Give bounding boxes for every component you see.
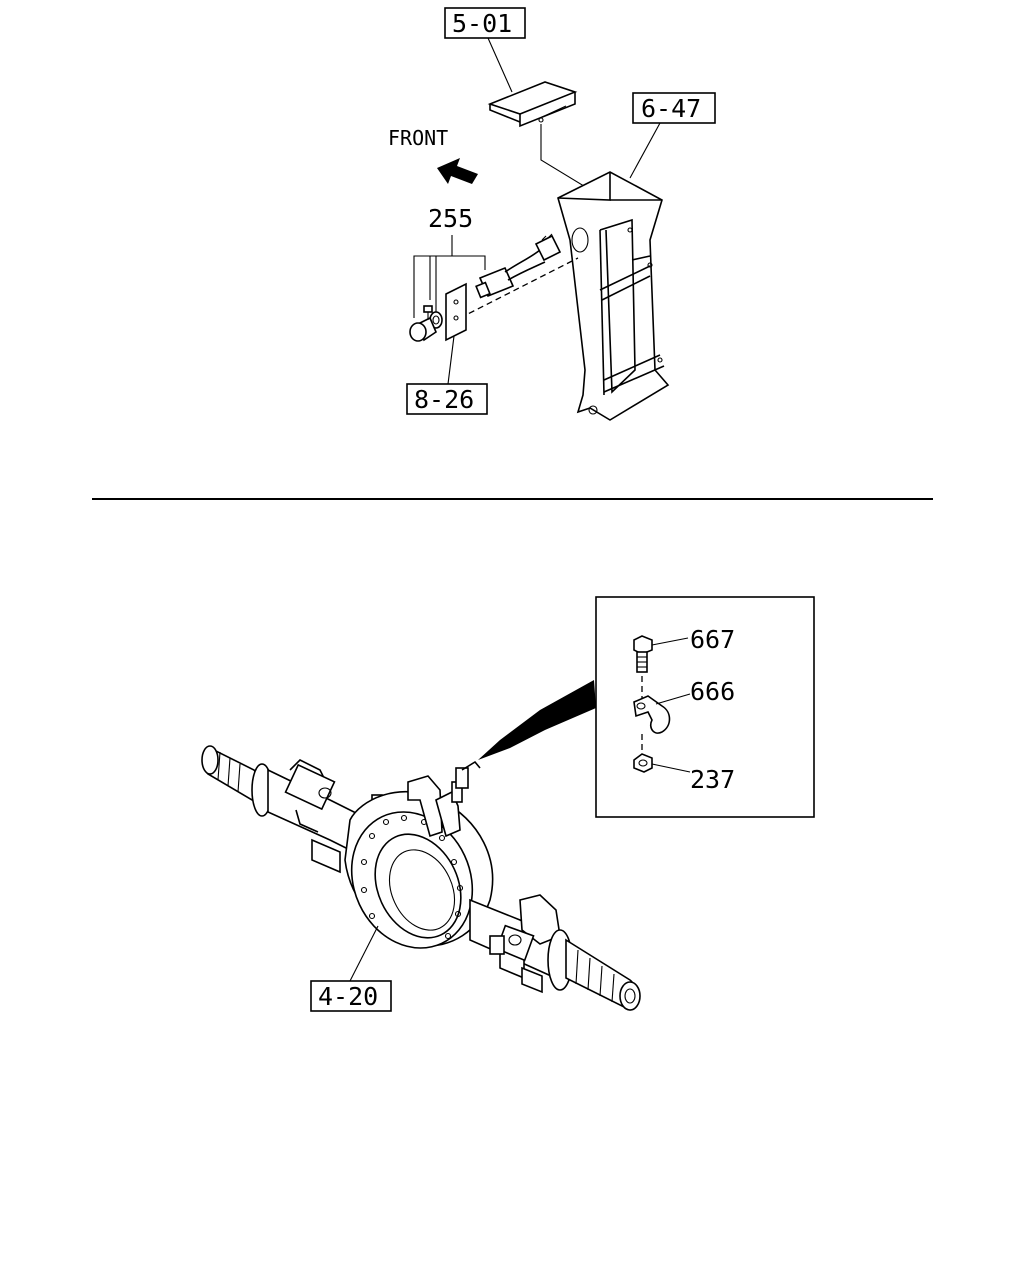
leader-8-26 [447,335,455,385]
assembly-line [459,257,579,319]
callout-667: 667 [690,625,735,654]
front-label: FRONT [388,126,448,150]
support-stand [557,171,670,421]
detail-pointer [478,680,596,760]
front-arrow-icon [437,158,478,184]
right-spindle [547,929,641,1011]
leader-666 [655,693,691,705]
leader-4-20 [349,925,379,982]
callout-8-26: 8-26 [414,385,474,414]
leader-255-a [413,235,453,318]
leader-237 [651,763,691,773]
callout-237: 237 [690,765,735,794]
small-screw [423,305,433,320]
callout-4-20: 4-20 [318,982,378,1011]
callout-6-47: 6-47 [641,94,701,123]
nut-237 [633,753,653,773]
switch-assembly [475,233,562,299]
lower-view: 667 666 237 [201,596,815,1012]
callout-666: 666 [690,677,735,706]
callout-box-8-26 [406,383,488,415]
callout-box-4-20 [310,980,392,1012]
axle-housing [201,745,641,1011]
leader-6-47 [629,122,661,179]
knob [409,316,437,342]
upper-view: 5-01 FRONT 6-47 [388,7,716,421]
leader-255-b [452,255,486,270]
mounting-plate [445,282,467,342]
bolt-667 [633,635,653,673]
left-spindle [201,745,273,817]
callout-255: 255 [428,204,473,233]
clip-666 [633,695,671,734]
channel-bracket [487,81,578,128]
leader-667 [651,637,689,646]
callout-box-6-47 [632,92,716,124]
detail-inset [595,596,815,818]
callout-5-01: 5-01 [452,9,512,38]
leader-5-01 [487,37,513,93]
callout-box-5-01 [444,7,526,39]
